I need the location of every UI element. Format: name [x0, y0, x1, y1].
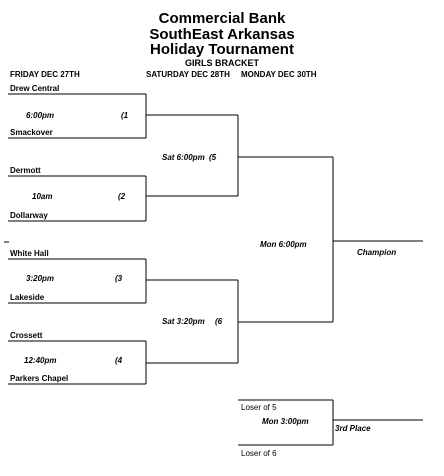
- page-title-line-1: Commercial Bank: [158, 10, 286, 27]
- game-time: 12:40pm: [24, 356, 57, 365]
- champion-label: Champion: [357, 248, 397, 257]
- day-saturday: SATURDAY DEC 28TH: [146, 70, 230, 79]
- game-time: 6:00pm: [26, 111, 55, 120]
- team-smackover: Smackover: [10, 128, 53, 137]
- game-time: 3:20pm: [26, 274, 55, 283]
- semi-game-number: (5: [209, 153, 217, 162]
- game-number: (4: [115, 356, 123, 365]
- semi-game-number: (6: [215, 317, 223, 326]
- team-crossett: Crossett: [10, 331, 43, 340]
- team-white-hall: White Hall: [10, 249, 49, 258]
- consolation-top: Loser of 5: [241, 403, 277, 412]
- team-drew-central: Drew Central: [10, 84, 60, 93]
- day-friday: FRIDAY DEC 27TH: [10, 70, 80, 79]
- page-title-line-3: Holiday Tournament: [150, 41, 294, 58]
- final-time: Mon 6:00pm: [260, 240, 307, 249]
- team-parkers-chapel: Parkers Chapel: [10, 374, 69, 383]
- page-subtitle: GIRLS BRACKET: [185, 58, 259, 68]
- third-place-label: 3rd Place: [335, 424, 371, 433]
- semi-time: Sat 6:00pm: [162, 153, 205, 162]
- game-number: (2: [118, 192, 126, 201]
- consolation-time: Mon 3:00pm: [262, 417, 309, 426]
- page-title-line-2: SouthEast Arkansas: [149, 26, 295, 43]
- consolation-bottom: Loser of 6: [241, 449, 277, 458]
- game-time: 10am: [32, 192, 53, 201]
- game-number: (1: [121, 111, 129, 120]
- semi-time: Sat 3:20pm: [162, 317, 205, 326]
- day-monday: MONDAY DEC 30TH: [241, 70, 317, 79]
- team-lakeside: Lakeside: [10, 293, 45, 302]
- team-dollarway: Dollarway: [10, 211, 48, 220]
- team-dermott: Dermott: [10, 166, 41, 175]
- game-number: (3: [115, 274, 123, 283]
